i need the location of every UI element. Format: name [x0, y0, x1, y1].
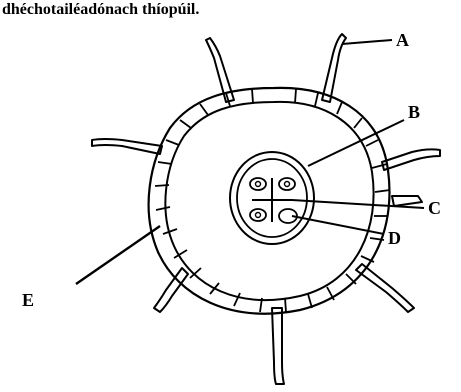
- cell-wall: [346, 274, 356, 284]
- leader-line-a: [342, 40, 392, 44]
- root-hair: [272, 308, 284, 384]
- label-e: E: [22, 290, 34, 310]
- label-a: A: [396, 30, 409, 50]
- phloem-group: [250, 209, 266, 221]
- cell-wall: [166, 140, 179, 145]
- label-c: C: [428, 198, 441, 218]
- vascular-cylinder: [230, 152, 314, 244]
- cell-wall: [156, 207, 170, 210]
- cell-wall: [155, 185, 169, 186]
- cell-wall: [308, 294, 312, 308]
- cell-wall: [375, 190, 390, 192]
- label-d: D: [388, 228, 401, 248]
- label-b: B: [408, 102, 420, 122]
- cell-wall: [200, 104, 208, 115]
- cell-wall: [252, 89, 253, 103]
- cell-wall: [337, 102, 342, 114]
- xylem-cross: [252, 178, 292, 222]
- cell-wall: [295, 89, 296, 103]
- phloem-group: [279, 178, 295, 190]
- leader-lines: [76, 40, 424, 284]
- cell-wall: [158, 162, 172, 164]
- phloem-inner: [285, 182, 290, 187]
- root-hair: [392, 196, 422, 206]
- phloem-group: [250, 178, 266, 190]
- cell-wall: [315, 93, 318, 106]
- root-hair: [92, 139, 162, 154]
- leader-line-e: [76, 226, 160, 284]
- labels: A B C D E: [22, 30, 441, 310]
- cell-wall: [285, 298, 286, 312]
- cell-wall: [366, 140, 378, 146]
- cell-wall: [210, 283, 219, 294]
- cell-wall: [180, 120, 191, 128]
- cell-wall: [234, 293, 240, 306]
- phloem-inner: [256, 182, 261, 187]
- phloem-inner: [256, 213, 261, 218]
- root-hair: [382, 149, 440, 170]
- cell-wall: [354, 118, 362, 128]
